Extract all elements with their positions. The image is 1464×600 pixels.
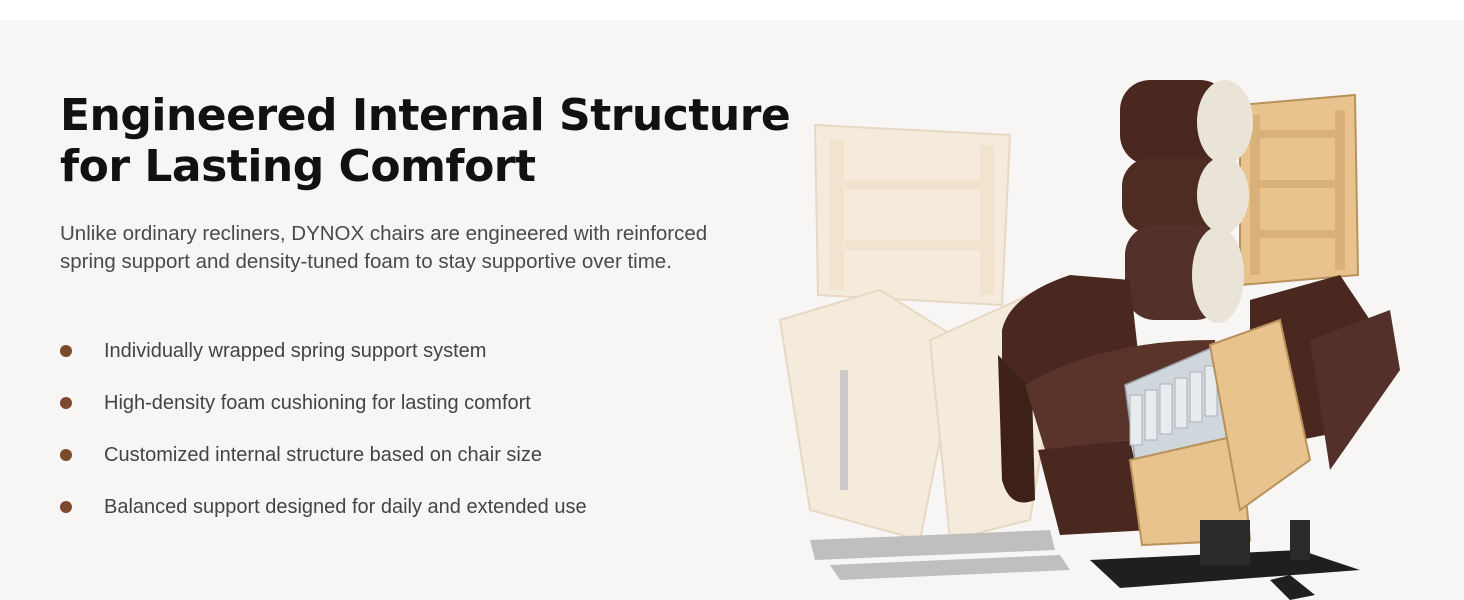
chair-front-body (1038, 440, 1150, 535)
spring-pocket-cutaway (1124, 338, 1241, 461)
feature-item: Individually wrapped spring support syst… (60, 325, 587, 377)
text-column: Engineered Internal Structure for Lastin… (60, 90, 791, 276)
feature-item: Balanced support designed for daily and … (60, 481, 587, 533)
feature-text: Individually wrapped spring support syst… (104, 339, 487, 362)
feature-item: Customized internal structure based on c… (60, 429, 587, 481)
feature-text: High-density foam cushioning for lasting… (104, 391, 531, 414)
recliner-cutaway-illustration (778, 80, 1400, 600)
headline-line-2: for Lasting Comfort (60, 141, 536, 192)
headline: Engineered Internal Structure for Lastin… (60, 90, 791, 192)
feature-item: High-density foam cushioning for lasting… (60, 377, 587, 429)
feature-list: Individually wrapped spring support syst… (60, 325, 587, 533)
product-feature-banner: Engineered Internal Structure for Lastin… (0, 20, 1464, 600)
feature-text: Customized internal structure based on c… (104, 443, 542, 466)
bullet-dot-icon (60, 397, 72, 409)
lift-mechanism-base (1090, 520, 1360, 600)
bullet-dot-icon (60, 501, 72, 513)
headline-line-1: Engineered Internal Structure (60, 90, 791, 141)
intro-paragraph: Unlike ordinary recliners, DYNOX chairs … (60, 222, 708, 273)
chair-frame-image (1239, 93, 1360, 287)
chair-right-arm (1208, 275, 1400, 512)
feature-text: Balanced support designed for daily and … (104, 495, 587, 518)
bullet-dot-icon (60, 449, 72, 461)
bullet-dot-icon (60, 345, 72, 357)
chair-back-cushions (1120, 80, 1253, 323)
